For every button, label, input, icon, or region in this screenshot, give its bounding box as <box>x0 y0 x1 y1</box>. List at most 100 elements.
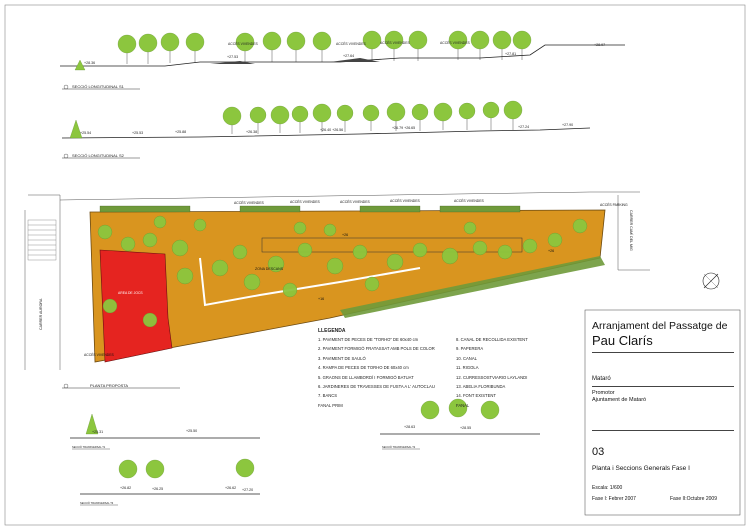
legend-item: FANAL PRIM <box>318 402 343 408</box>
s2-level-2: +25.53 <box>132 131 143 135</box>
promotor-name: Ajuntament de Mataró <box>592 397 647 403</box>
plan-planter-strip <box>261 237 523 253</box>
s2-level-6: +26.79 +26.65 <box>392 126 415 130</box>
plan-access-left: ACCÉS VIVENDES <box>84 352 115 357</box>
plan-play-area <box>99 249 173 363</box>
plan-section-label: PLANTA PROPOSTA <box>90 383 128 388</box>
s2-trunks <box>231 118 514 134</box>
plan-access-2: ACCÉS VIVENDES <box>290 199 321 204</box>
s1-ground-line <box>60 44 625 67</box>
title-divider-3 <box>592 430 734 431</box>
plan-access-1: ACCÉS VIVENDES <box>234 200 265 205</box>
plan-access-parking: ACCÉS PARKING <box>600 202 628 207</box>
s2-section-label: SECCIÓ LONGITUDINAL S2 <box>72 153 125 158</box>
s1-level-3: +27.64 <box>343 54 354 58</box>
plan-trees <box>97 215 588 328</box>
plan-level-3: +26 <box>548 249 554 253</box>
plan-street-left: CARRER AURORA <box>39 298 43 330</box>
section-t1: +25.31 +25.50 SECCIÓ TRANSVERSAL T1 <box>70 413 260 450</box>
s2-level-7: +27.24 <box>518 125 529 129</box>
legend-item: 12. CURRESSOSTVIARIO LAYLANDI <box>456 374 528 380</box>
t3-level-1: +26.82 <box>120 486 131 490</box>
title-divider-2 <box>592 386 734 387</box>
legend-item: 6. JARDINERES DE TRAVESSES DE FUSTA A L'… <box>318 384 435 390</box>
plan: AREA DE JOCS ZONA DESCANS +26 +16 +26 <box>24 191 720 389</box>
s1-access-4: ACCÉS VIVENDES <box>440 40 471 45</box>
s2-trees <box>222 100 523 126</box>
plan-crosswalk-stripes <box>28 224 56 256</box>
t3-section-label: SECCIÓ TRANSVERSAL T3 <box>80 500 114 505</box>
phase-2: Fase II:Octubre 2009 <box>670 496 717 502</box>
s2-level-4: +26.38 <box>246 130 257 134</box>
legend-item: 13. ABELIA FLORIBUNDA <box>456 384 506 390</box>
section-t2: +28.63 +28.55 SECCIÓ TRANSVERSAL T2 <box>380 398 540 450</box>
plan-level-1: +26 <box>342 233 348 237</box>
s1-access-2: ACCÉS VIVENDES <box>336 41 367 46</box>
s2-level-3: +25.88 <box>175 130 186 134</box>
legend-item: 4. RAMPA DE PECES DE TORHO DE 60x40 cm <box>318 365 409 371</box>
sheet-number: 03 <box>592 446 605 458</box>
title-divider-1 <box>592 352 734 353</box>
s1-level-2: +27.53 <box>227 55 238 59</box>
legend-item: FANAL <box>456 402 470 408</box>
s1-trees <box>117 30 532 54</box>
t3-level-4: +27.20 <box>242 488 253 492</box>
s2-level-8: +27.90 <box>562 123 573 127</box>
s1-access-1: ACCÉS VIVENDES <box>228 41 259 46</box>
plan-level-2: +16 <box>318 297 324 301</box>
s1-label-marker <box>63 84 69 90</box>
s1-level-4: +27.81 <box>505 52 516 56</box>
s1-fill-2 <box>330 58 380 62</box>
plan-top-boundary <box>59 191 640 201</box>
project-title-line2: Pau Clarís <box>592 333 653 348</box>
legend-item: 7. BANCS <box>318 393 338 399</box>
s1-fill-1 <box>210 61 255 64</box>
sheet-frame <box>4 4 746 526</box>
t2-level-1: +28.63 <box>404 425 415 429</box>
t1-level-2: +25.50 <box>186 429 197 433</box>
s1-access-3: ACCÉS VIVENDES <box>380 40 411 45</box>
s1-tree-small <box>74 59 86 71</box>
scale: Escala: 1/600 <box>592 485 623 491</box>
t3-level-3: +26.62 <box>225 486 236 490</box>
s2-level-5: +26.40 +26.56 <box>320 128 343 132</box>
city: Mataró <box>592 376 611 382</box>
plan-lower-planter <box>340 256 605 318</box>
s1-level-5: +28.97 <box>594 43 605 47</box>
promotor-label: Promotor <box>592 390 615 396</box>
legend-col-right: 8. CANAL DE RECOLLIDA EXISTENT 9. PAPERE… <box>456 335 606 410</box>
s2-tree-small <box>69 119 83 139</box>
s1-trunks <box>126 49 523 64</box>
s2-level-1: +25.54 <box>80 131 91 135</box>
section-t3: +26.82 +26.25 +26.62 +27.20 SECCIÓ TRANS… <box>80 458 260 506</box>
project-title-line1: Arranjament del Passatge de <box>592 320 728 332</box>
phase-1: Fase I: Febrer 2007 <box>592 496 636 502</box>
plan-street-right: CARRER CAMÍ DEL MIG <box>629 210 633 251</box>
legend-item: 1. PAVIMENT DE PECES DE "TORHO" DE 60x40… <box>318 337 419 342</box>
plan-label-marker <box>63 383 69 389</box>
legend-item: 10. CANAL <box>456 355 477 361</box>
plan-access-3: ACCÉS VIVENDES <box>340 199 371 204</box>
s1-section-label: SECCIÓ LONGITUDINAL S1 <box>72 84 125 89</box>
t2-level-2: +28.55 <box>460 426 471 430</box>
legend-item: 8. CANAL DE RECOLLIDA EXISTENT <box>456 337 528 342</box>
plan-top-planters <box>99 205 521 213</box>
t1-section-label: SECCIÓ TRANSVERSAL T1 <box>72 444 106 449</box>
legend-item: 14. FONT EXISTENT <box>456 393 496 399</box>
s1-level-1: +28.36 <box>84 61 95 65</box>
section-s1: +28.36 +27.53 +27.64 +27.81 +28.97 ACCÉS… <box>60 30 625 90</box>
s2-label-marker <box>63 153 69 159</box>
t2-section-label: SECCIÓ TRANSVERSAL T2 <box>382 444 416 449</box>
plan-street-right-outline <box>617 195 650 271</box>
t1-level-1: +25.31 <box>92 430 103 434</box>
legend-item: 9. PAPERERA <box>456 346 484 352</box>
legend-title: LLEGENDA <box>318 328 346 334</box>
north-arrow-icon <box>702 272 720 290</box>
legend: LLEGENDA 1. PAVIMENT DE PECES DE "TORHO"… <box>318 327 528 408</box>
legend-item: 2. PAVIMENT FORMIGÓ FRATASSAT AMB POLS D… <box>318 346 435 352</box>
t3-level-2: +26.25 <box>152 487 163 491</box>
plan-play-area-label: AREA DE JOCS <box>118 291 143 295</box>
plan-street-left-outline <box>28 194 61 370</box>
plan-access-5: ACCÉS VIVENDES <box>454 198 485 203</box>
